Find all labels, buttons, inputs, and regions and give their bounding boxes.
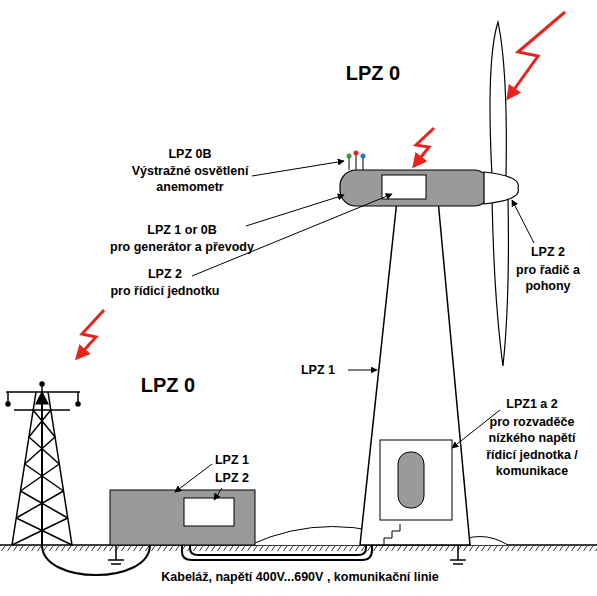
rotor-blade: [492, 198, 508, 366]
zone-label: LPZ 1: [204, 452, 260, 468]
lightning-bolt: [77, 12, 565, 358]
cabinet-room: [380, 440, 452, 520]
building: [110, 490, 255, 545]
zone-label: LPZ 2: [204, 470, 260, 486]
zone-label: pro rozvaděče nízkého napětí řídicí jedn…: [476, 414, 588, 479]
zone-label: Výstražné osvětlení anemometr: [120, 163, 260, 196]
zone-label: LPZ 1 or 0B: [117, 222, 247, 238]
ground-symbol: [108, 545, 466, 564]
zone-label: pro generátor a převody: [87, 239, 277, 255]
nacelle: [340, 170, 490, 206]
caption-text: Kabeláž, napětí 400V...690V , komunikačn…: [20, 569, 580, 585]
zone-label: LPZ 0B: [140, 146, 240, 162]
zone-label: pro řídicí jednotku: [85, 283, 245, 299]
leader-line: [175, 161, 534, 500]
building-inner-zone: [184, 498, 234, 526]
zone-label: LPZ 2: [130, 266, 200, 282]
tower: [360, 200, 470, 545]
anemometer: [347, 151, 366, 171]
zone-label: LPZ 0: [318, 60, 428, 86]
hub: [484, 172, 518, 204]
switchgear-cabinet: [398, 452, 424, 508]
ground-hatch: [0, 545, 597, 551]
zone-label: LPZ 1: [290, 362, 346, 378]
power-pylon: [6, 382, 80, 545]
zone-label: pro řadič a pohony: [515, 262, 581, 295]
stairs: [384, 524, 400, 545]
zone-label: LPZ1 a 2: [487, 396, 577, 412]
cable: [42, 392, 150, 575]
zone-label: LPZ 2: [516, 244, 580, 260]
rotor-blade: [490, 22, 506, 176]
zone-label: LPZ 0: [113, 372, 223, 398]
